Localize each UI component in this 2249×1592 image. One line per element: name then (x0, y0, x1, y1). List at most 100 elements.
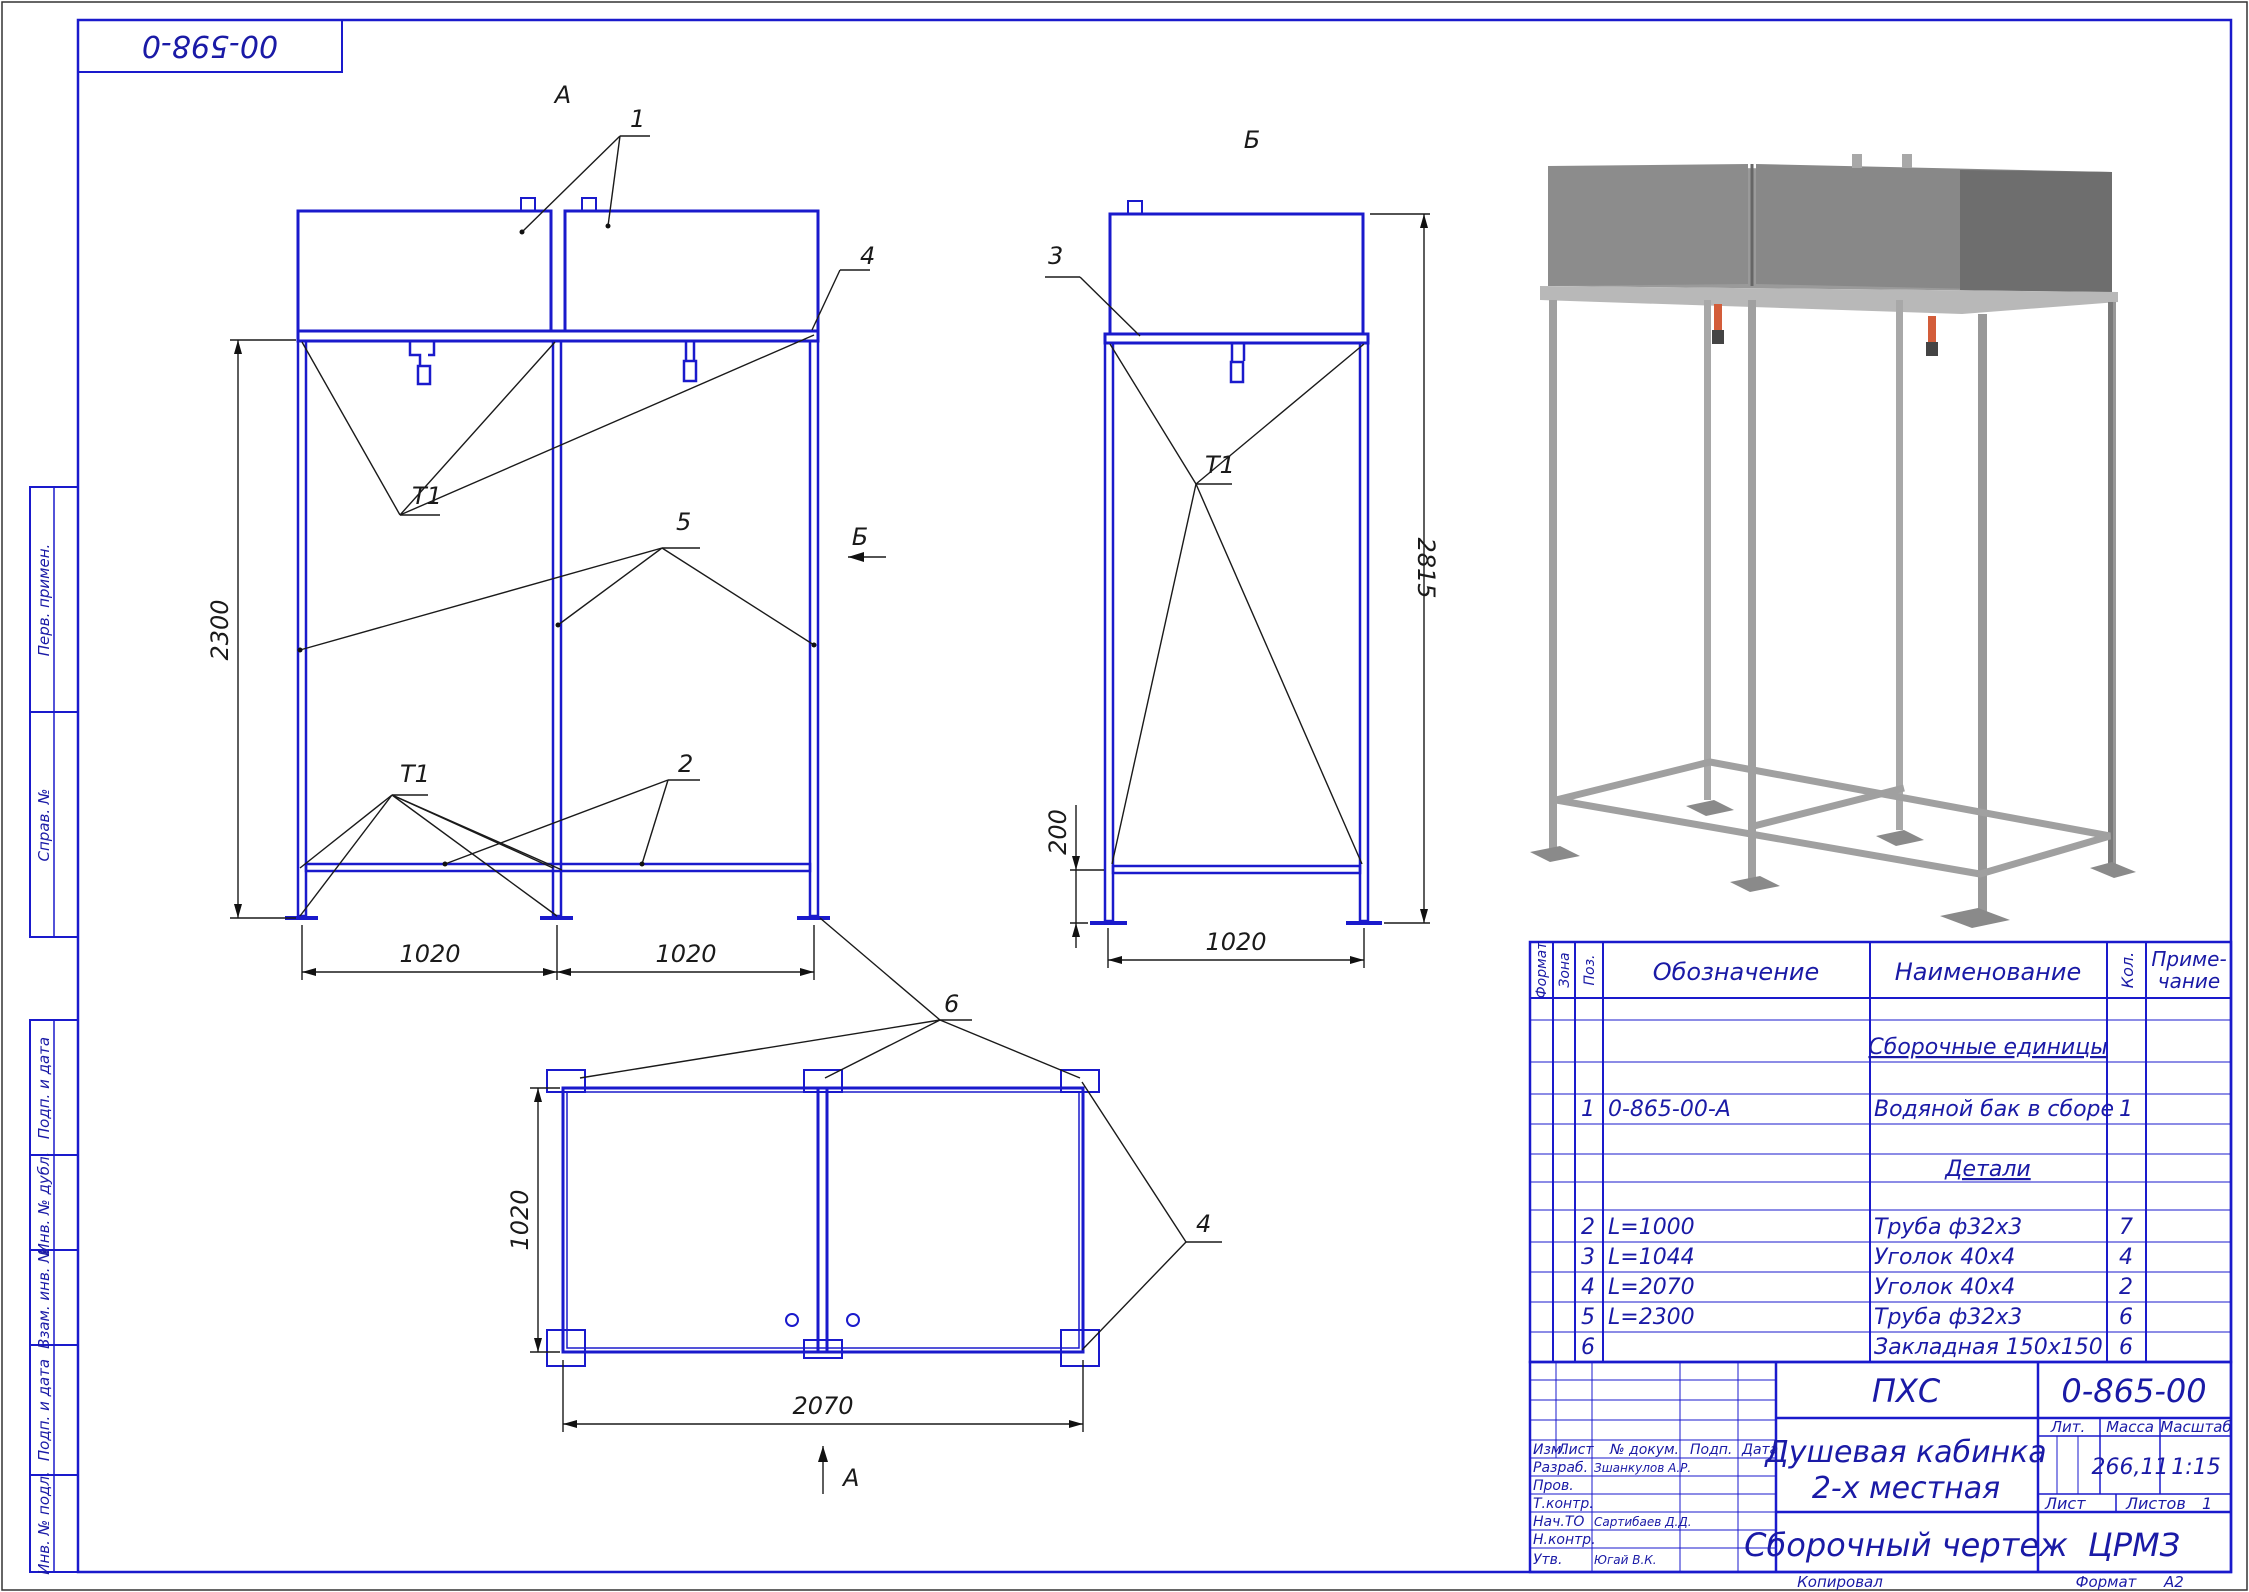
tb-org: ПХС (1872, 1372, 1941, 1410)
margin-label-dubl: Инв. № дубл. (35, 1152, 53, 1255)
margin-label-podl: Инв. № подл. (35, 1471, 53, 1574)
row5-designation: L=2300 (1608, 1305, 1695, 1330)
tb-lit-label: Лит. (2050, 1418, 2086, 1436)
hdr-name: Наименование (1895, 958, 2082, 986)
row2-name: Труба ф32х3 (1874, 1215, 2022, 1240)
callout-1: 1 (630, 105, 645, 133)
name-utv: Югай В.К. (1594, 1553, 1657, 1567)
col-date: Дата (1741, 1442, 1778, 1458)
tb-code: 0-865-00 (2061, 1372, 2206, 1410)
margin-label-perv: Перв. примен. (35, 544, 53, 657)
row6-pos: 6 (1581, 1335, 1595, 1360)
tb-mass-label: Масса (2106, 1418, 2154, 1436)
row3-name: Уголок 40х4 (1874, 1245, 2015, 1270)
col-list: Лист (1557, 1442, 1594, 1458)
role-tkontr: Т.контр. (1533, 1496, 1594, 1512)
callout-t1-bottom: Т1 (400, 760, 430, 788)
hdr-qty: Кол. (2118, 952, 2137, 988)
callout-2: 2 (678, 750, 693, 778)
dim-plan-depth: 1020 (506, 1189, 534, 1250)
dim-side-low: 200 (1044, 809, 1072, 855)
dim-side-width: 1020 (1205, 928, 1266, 956)
role-utv: Утв. (1533, 1552, 1562, 1568)
row5-qty: 6 (2119, 1305, 2133, 1330)
spec-table: Формат Зона Поз. Обозначение Наименовани… (1528, 940, 2233, 1364)
hdr-pos: Поз. (1582, 955, 1598, 986)
row5-pos: 5 (1581, 1305, 1595, 1330)
tb-sheets: 1 (2202, 1494, 2212, 1513)
callout-t1-top: Т1 (412, 482, 442, 510)
side-view-b: Б 3 Т1 2815 200 (1044, 126, 1440, 968)
callout-5: 5 (676, 508, 691, 536)
tb-copied: Копировал (1797, 1573, 1883, 1591)
tb-scale-label: Масштаб (2160, 1418, 2231, 1436)
margin-label-sprav: Справ. № (35, 789, 53, 862)
tb-sheet-label: Лист (2044, 1494, 2086, 1513)
row1-name: Водяной бак в сборе (1874, 1097, 2114, 1122)
row2-qty: 7 (2119, 1215, 2133, 1240)
hdr-format: Формат (1534, 941, 1550, 999)
arrow-b-label: Б (852, 523, 868, 551)
dim-front-w-right: 1020 (655, 940, 716, 968)
title-block: Изм. Лист № докум. Подп. Дата Разраб. Зш… (1528, 1360, 2233, 1591)
corner-code: 00-598-0 (142, 28, 278, 63)
margin-label-vzam: Взам. инв. № (35, 1247, 53, 1349)
row6-qty: 6 (2119, 1335, 2133, 1360)
row2-designation: L=1000 (1608, 1215, 1695, 1240)
tb-scale: 1:15 (2171, 1455, 2220, 1480)
tb-sheets-label: Листов (2125, 1494, 2186, 1513)
callout-4-plan: 4 (1196, 1210, 1211, 1238)
dim-front-height: 2300 (206, 599, 234, 660)
row4-pos: 4 (1581, 1275, 1595, 1300)
tb-format: А2 (2163, 1573, 2184, 1591)
role-razrab: Разраб. (1533, 1460, 1588, 1476)
col-sign: Подп. (1690, 1442, 1732, 1458)
corner-code-box (77, 19, 343, 73)
front-view-label: А (553, 81, 571, 109)
arrow-a-label: А (841, 1464, 859, 1492)
plan-view: 6 4 1020 2070 А (506, 990, 1222, 1494)
row4-name: Уголок 40х4 (1874, 1275, 2015, 1300)
tb-mass: 266,11 (2092, 1455, 2169, 1480)
row5-name: Труба ф32х3 (1874, 1305, 2022, 1330)
tb-title-2: 2-х местная (1812, 1471, 2000, 1506)
role-prov: Пров. (1533, 1478, 1574, 1494)
row3-qty: 4 (2119, 1245, 2133, 1270)
row3-pos: 3 (1581, 1245, 1595, 1270)
row6-name: Закладная 150х150 (1874, 1335, 2103, 1360)
name-nachto: Сартибаев Д.Д. (1594, 1515, 1692, 1529)
margin-label-podp2: Подп. и дата (35, 1359, 53, 1461)
tb-format-label: Формат (2076, 1573, 2138, 1591)
role-nkontr: Н.контр. (1533, 1532, 1596, 1548)
row1-pos: 1 (1581, 1097, 1595, 1122)
row2-pos: 2 (1581, 1215, 1595, 1240)
hdr-note-2: чание (2158, 969, 2220, 993)
isometric-render (1530, 154, 2136, 928)
callout-t1-side: Т1 (1205, 451, 1235, 479)
dim-front-w-left: 1020 (399, 940, 460, 968)
margin-label-podp1: Подп. и дата (35, 1037, 53, 1139)
tb-title-1: Душевая кабинка (1763, 1435, 2046, 1470)
name-razrab: Зшанкулов А.Р. (1594, 1461, 1691, 1475)
section-parts: Детали (1944, 1157, 2030, 1182)
left-margin-strips: Перв. примен. Справ. № Подп. и дата Инв.… (29, 486, 79, 1575)
callout-6: 6 (944, 990, 959, 1018)
row4-designation: L=2070 (1608, 1275, 1695, 1300)
tb-company: ЦРМЗ (2088, 1526, 2180, 1564)
col-docnum: № докум. (1609, 1442, 1679, 1458)
hdr-note-1: Приме- (2151, 947, 2226, 971)
row1-qty: 1 (2119, 1097, 2133, 1122)
row3-designation: L=1044 (1608, 1245, 1695, 1270)
row4-qty: 2 (2119, 1275, 2133, 1300)
dim-side-height: 2815 (1412, 537, 1440, 598)
row1-designation: 0-865-00-А (1608, 1097, 1731, 1122)
hdr-zone: Зона (1557, 952, 1573, 987)
front-view-a: А 1 4 Т1 (206, 81, 972, 1021)
tb-doc-type: Сборочный чертеж (1744, 1526, 2068, 1564)
dim-plan-width: 2070 (792, 1392, 853, 1420)
role-nachto: Нач.ТО (1533, 1514, 1584, 1530)
callout-3: 3 (1048, 242, 1063, 270)
side-view-label: Б (1244, 126, 1260, 154)
